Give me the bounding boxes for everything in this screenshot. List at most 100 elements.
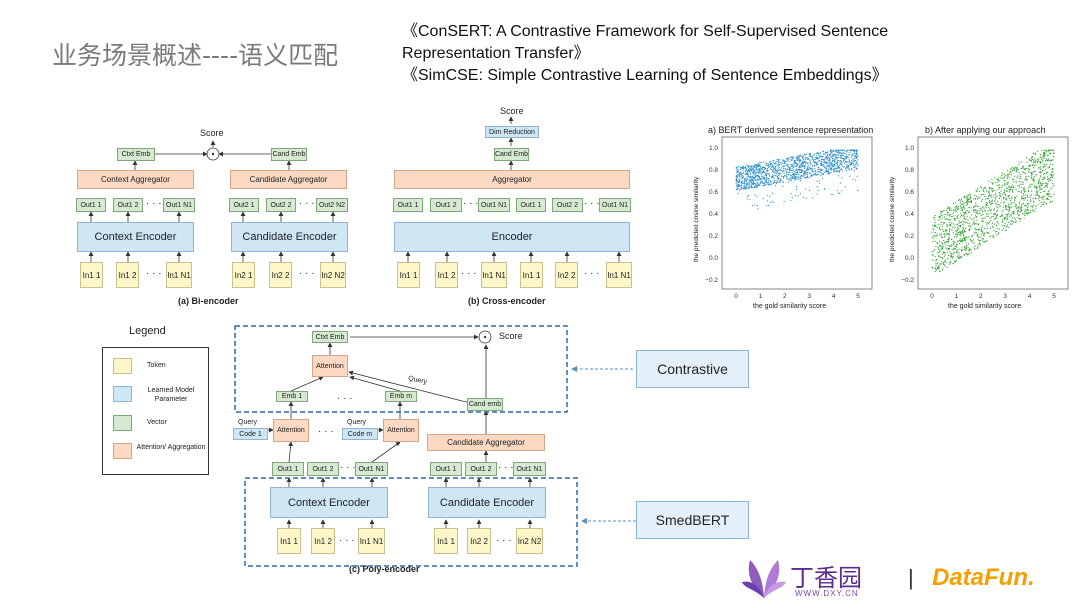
scatter-point xyxy=(1013,169,1015,171)
scatter-point xyxy=(1015,218,1017,220)
scatter-point xyxy=(1022,167,1024,169)
scatter-point xyxy=(775,169,777,171)
scatter-point xyxy=(950,255,953,257)
scatter-point xyxy=(1003,189,1006,191)
scatter-point xyxy=(994,199,997,201)
scatter-point xyxy=(1023,204,1026,206)
scatter-point xyxy=(952,263,954,265)
scatter-point xyxy=(762,170,765,173)
scatter-point xyxy=(956,206,958,208)
scatter-point xyxy=(855,162,857,164)
scatter-point xyxy=(938,240,941,243)
scatter-point xyxy=(957,241,959,243)
scatter-point xyxy=(998,197,1001,200)
scatter-point xyxy=(935,260,937,262)
scatter-point xyxy=(973,198,975,200)
scatter-point xyxy=(755,171,757,173)
scatter-point xyxy=(1045,160,1047,162)
scatter-point xyxy=(839,192,841,195)
scatter-point xyxy=(1043,157,1045,159)
scatter-point xyxy=(970,201,973,204)
scatter-point xyxy=(957,255,959,257)
x-tick-label: 1 xyxy=(759,293,763,300)
scatter-point xyxy=(958,251,960,253)
scatter-point xyxy=(1021,181,1023,183)
scatter-point xyxy=(988,180,990,182)
scatter-point xyxy=(830,172,832,174)
scatter-point xyxy=(965,248,967,251)
scatter-point xyxy=(755,175,757,177)
scatter-point xyxy=(840,163,843,165)
scatter-point xyxy=(948,215,951,217)
scatter-point xyxy=(969,225,971,227)
poly-ctxt-emb: Ctxt Emb xyxy=(312,331,348,343)
scatter-point xyxy=(781,175,783,177)
poly-score-label: Score xyxy=(499,331,523,341)
scatter-point xyxy=(809,159,811,161)
scatter-point xyxy=(768,165,770,167)
scatter-point xyxy=(763,167,766,169)
scatter-point xyxy=(959,222,961,224)
scatter-point xyxy=(1011,186,1013,188)
scatter-point xyxy=(990,203,993,205)
datafun-logo: DataFun. xyxy=(932,564,1035,591)
scatter-point xyxy=(763,184,765,186)
scatter-point xyxy=(1028,159,1030,161)
scatter-point xyxy=(809,168,811,170)
scatter-point xyxy=(1050,188,1052,190)
scatter-point xyxy=(963,236,965,238)
scatter-point xyxy=(840,160,842,162)
scatter-point xyxy=(791,156,793,158)
scatter-point xyxy=(749,181,752,183)
scatter-point xyxy=(770,183,772,185)
scatter-point xyxy=(940,223,942,225)
scatter-point xyxy=(1010,215,1012,217)
scatter-point xyxy=(965,244,968,246)
scatter-point xyxy=(1046,154,1048,156)
scatter-point xyxy=(992,229,995,231)
scatter-point xyxy=(944,218,946,220)
scatter-point xyxy=(840,155,842,157)
scatter-point xyxy=(787,181,789,183)
scatter-point xyxy=(821,159,823,161)
scatter-point xyxy=(950,245,952,248)
scatter-point xyxy=(773,181,775,183)
scatter-point xyxy=(742,165,744,167)
scatter-point xyxy=(771,174,773,176)
scatter-point xyxy=(1047,151,1049,153)
scatter-point xyxy=(948,248,950,251)
legend-token-label: Token xyxy=(147,362,166,369)
y-tick-label: 0.0 xyxy=(905,255,914,262)
scatter-point xyxy=(994,177,996,179)
scatter-point xyxy=(790,193,792,195)
scatter-point xyxy=(784,160,786,162)
scatter-point xyxy=(788,169,791,171)
scatter-point xyxy=(1043,202,1045,204)
scatter-point xyxy=(821,169,823,172)
scatter-point xyxy=(1039,183,1041,185)
bi-out1-2: Out1 2 xyxy=(113,198,143,212)
scatter-point xyxy=(960,240,963,242)
scatter-point xyxy=(1023,188,1025,190)
scatter-point xyxy=(777,172,779,174)
scatter-point xyxy=(936,268,938,270)
scatter-point xyxy=(1033,152,1035,154)
scatter-point xyxy=(803,173,805,175)
scatter-point xyxy=(851,169,853,171)
scatter-point xyxy=(970,251,972,253)
scatter-point xyxy=(953,252,955,254)
scatter-point xyxy=(737,192,739,194)
scatter-point xyxy=(1044,177,1046,179)
scatter-point xyxy=(794,179,796,181)
scatter-point xyxy=(963,203,965,205)
scatter-point xyxy=(814,168,816,170)
scatter-point xyxy=(956,207,958,209)
scatter-point xyxy=(836,189,838,192)
plot-b-points xyxy=(931,149,1055,273)
scatter-point xyxy=(735,180,737,182)
scatter-point xyxy=(855,179,857,181)
y-tick-label: −0.2 xyxy=(705,277,718,284)
scatter-point xyxy=(948,231,951,233)
bi-encoder-caption: (a) Bi-encoder xyxy=(178,296,239,306)
scatter-point xyxy=(800,176,802,178)
